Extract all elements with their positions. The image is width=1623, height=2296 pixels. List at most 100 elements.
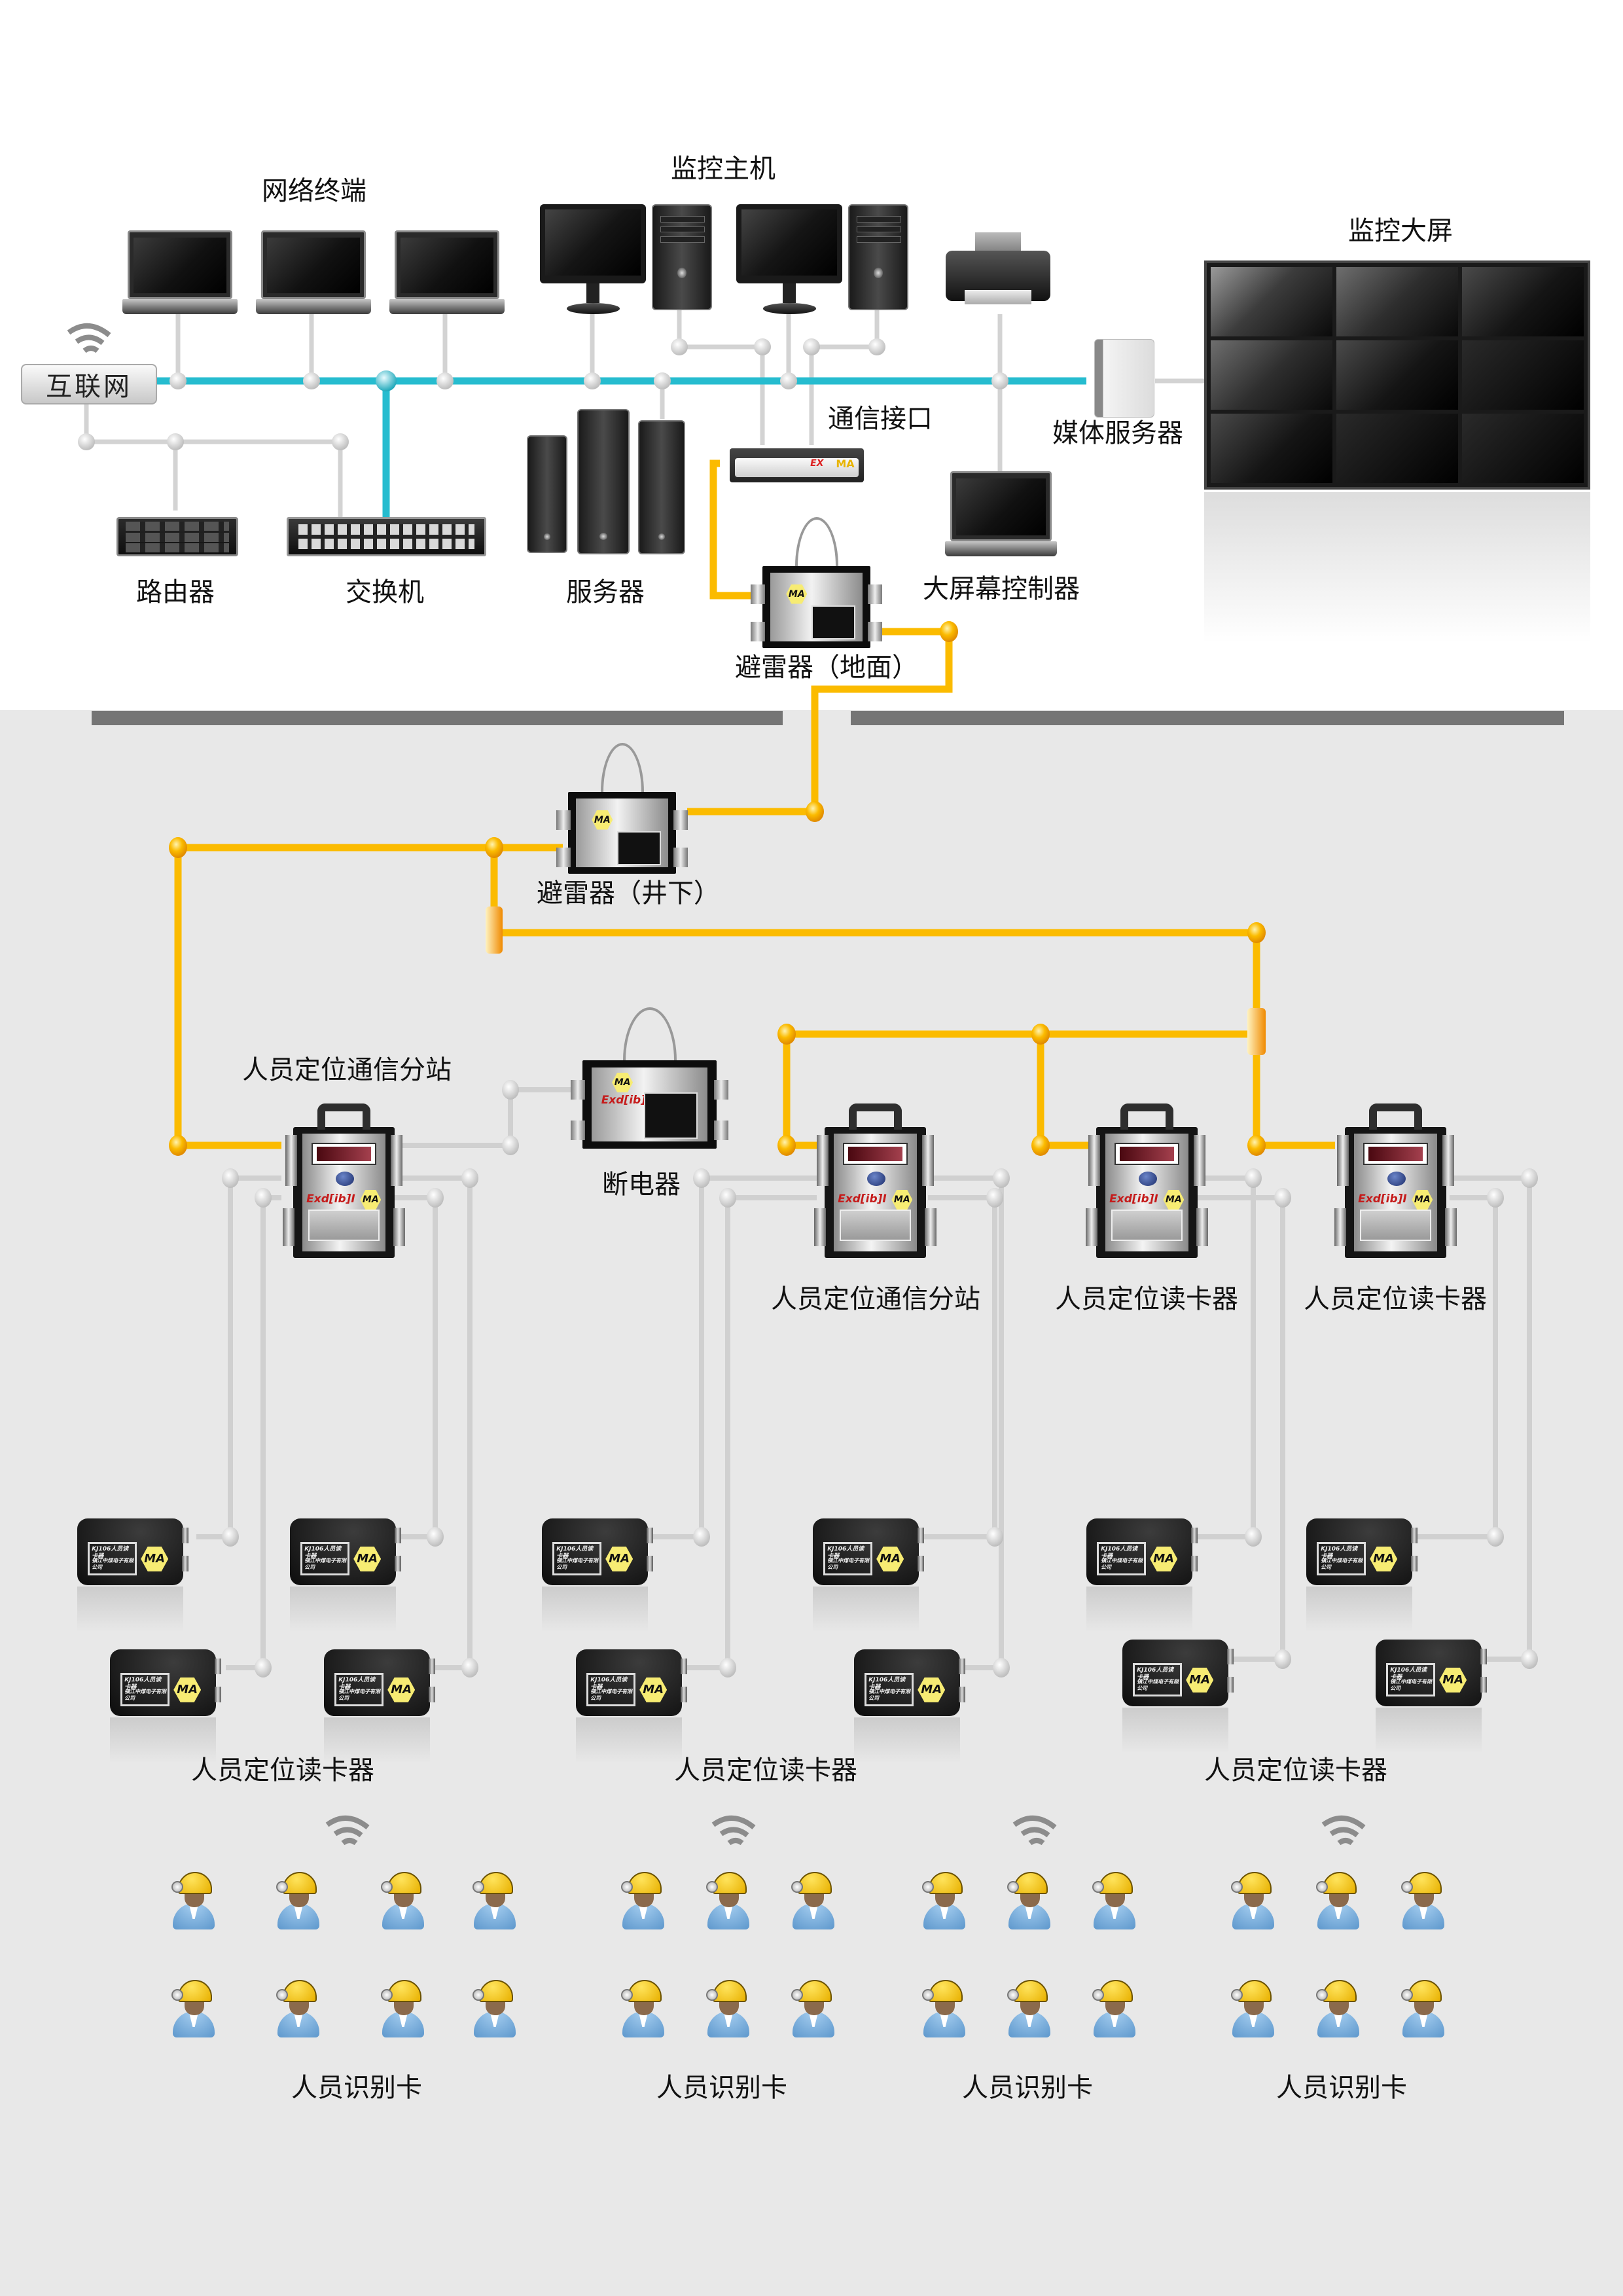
host-node: [754, 338, 771, 355]
card-reader[interactable]: KJ106人员读卡器镇江中煤电子有限公司 MA: [1086, 1518, 1198, 1585]
power-breaker[interactable]: MA Exd[ib]I: [571, 1007, 728, 1149]
reader-nameplate: KJ106人员读卡器镇江中煤电子有限公司: [300, 1541, 349, 1575]
reader-company: 镇江中煤电子有限公司: [556, 1557, 599, 1571]
reader-model: KJ106人员读卡器: [92, 1545, 129, 1560]
router[interactable]: [116, 517, 238, 556]
reader-model: KJ106人员读卡器: [556, 1545, 594, 1560]
reader-company: 镇江中煤电子有限公司: [827, 1557, 870, 1571]
card-reader[interactable]: KJ106人员读卡器镇江中煤电子有限公司 MA: [1376, 1640, 1487, 1706]
server-2[interactable]: [577, 409, 630, 554]
miner-card-icon: [274, 1980, 322, 2037]
lightning-arrester-surface[interactable]: MA: [751, 517, 882, 648]
reader-reflection: [542, 1587, 648, 1632]
ex-mark: Exd[ib]I: [838, 1193, 887, 1206]
reader-reflection: [77, 1587, 183, 1632]
reader-station-3[interactable]: Exd[ib]I MA: [1086, 1103, 1208, 1258]
ma-badge: MA: [387, 1677, 416, 1702]
wifi-signal-icon: [707, 1813, 766, 1852]
wifi-signal-icon: [1317, 1813, 1376, 1852]
arrester-underground-label: 避雷器（井下）: [537, 878, 720, 908]
reader-station-4[interactable]: Exd[ib]I MA: [1334, 1103, 1457, 1258]
cable-splitter: [1247, 1008, 1266, 1055]
miner-card-icon: [1228, 1872, 1277, 1929]
miner-card-icon: [919, 1872, 968, 1929]
miner-card-icon: [1090, 1980, 1138, 2037]
ma-badge: MA: [876, 1546, 904, 1571]
miner-card-icon: [789, 1980, 837, 2037]
reader-company: 镇江中煤电子有限公司: [1101, 1557, 1143, 1571]
ma-mark: MA: [836, 457, 855, 470]
server-1[interactable]: [527, 435, 567, 553]
miner-card-icon: [1005, 1980, 1053, 2037]
internet-node[interactable]: 互联网: [21, 364, 157, 404]
reader-group-2-label: 人员定位读卡器: [674, 1755, 857, 1785]
media-server[interactable]: [1094, 339, 1154, 418]
reader-model: KJ106人员读卡器: [1101, 1545, 1138, 1560]
wifi-signal-icon: [321, 1813, 380, 1852]
miner-card-icon: [274, 1872, 322, 1929]
miner-card-icon: [1399, 1872, 1447, 1929]
ma-badge: MA: [1163, 1190, 1185, 1210]
miner-card-icon: [704, 1872, 752, 1929]
monitor-host-2-display[interactable]: [736, 204, 842, 314]
server-3[interactable]: [638, 420, 685, 554]
ma-badge: MA: [1150, 1546, 1178, 1571]
reader-station-3-label: 人员定位读卡器: [1055, 1284, 1238, 1314]
reader-nameplate: KJ106人员读卡器镇江中煤电子有限公司: [1133, 1662, 1182, 1696]
bus-node: [654, 372, 671, 389]
comm-interface[interactable]: EX MA: [730, 448, 864, 482]
reader-nameplate: KJ106人员读卡器镇江中煤电子有限公司: [1317, 1541, 1366, 1575]
ma-badge: MA: [1370, 1546, 1398, 1571]
substation-2[interactable]: Exd[ib]I MA: [814, 1103, 936, 1258]
reader-reflection: [813, 1587, 919, 1632]
wall-controller-label: 大屏幕控制器: [923, 574, 1080, 604]
miner-card-icon: [919, 1980, 968, 2037]
bus-node: [437, 372, 454, 389]
monitor-video-wall[interactable]: [1204, 260, 1590, 490]
ma-badge: MA: [1439, 1667, 1467, 1693]
reader-company: 镇江中煤电子有限公司: [1390, 1678, 1433, 1692]
bus-node: [991, 372, 1008, 389]
gray-cables-underground: [196, 1087, 1532, 1670]
reader-nameplate: KJ106人员读卡器镇江中煤电子有限公司: [120, 1672, 169, 1706]
reader-model: KJ106人员读卡器: [1390, 1666, 1427, 1681]
reader-nameplate: KJ106人员读卡器镇江中煤电子有限公司: [823, 1541, 872, 1575]
reader-company: 镇江中煤电子有限公司: [338, 1688, 381, 1702]
miner-card-icon: [1090, 1872, 1138, 1929]
ex-mark: Exd[ib]I: [306, 1193, 355, 1206]
miner-card-icon: [1005, 1872, 1053, 1929]
miner-card-icon: [470, 1980, 518, 2037]
reader-company: 镇江中煤电子有限公司: [92, 1557, 134, 1571]
laptop-terminal-1[interactable]: [122, 230, 238, 314]
laptop-terminal-3[interactable]: [389, 230, 505, 314]
reader-reflection: [1086, 1587, 1192, 1632]
laptop-terminal-2[interactable]: [256, 230, 371, 314]
monitor-host-1-tower[interactable]: [652, 204, 712, 310]
wall-controller-laptop[interactable]: [945, 471, 1057, 556]
network-switch[interactable]: [287, 517, 486, 556]
monitor-host-2-tower[interactable]: [848, 204, 908, 310]
switch-label: 交换机: [346, 577, 424, 607]
ma-badge: MA: [786, 584, 808, 604]
substation-1[interactable]: Exd[ib]I MA: [283, 1103, 405, 1258]
monitor-host-1-display[interactable]: [540, 204, 646, 314]
ma-badge: MA: [891, 1190, 913, 1210]
reader-company: 镇江中煤电子有限公司: [590, 1688, 633, 1702]
lightning-arrester-underground[interactable]: MA: [556, 743, 688, 874]
bus-nodes: [78, 338, 1008, 450]
printer[interactable]: [946, 232, 1050, 314]
reader-reflection: [1122, 1708, 1228, 1753]
reader-company: 镇江中煤电子有限公司: [1137, 1678, 1179, 1692]
miner-card-icon: [789, 1872, 837, 1929]
